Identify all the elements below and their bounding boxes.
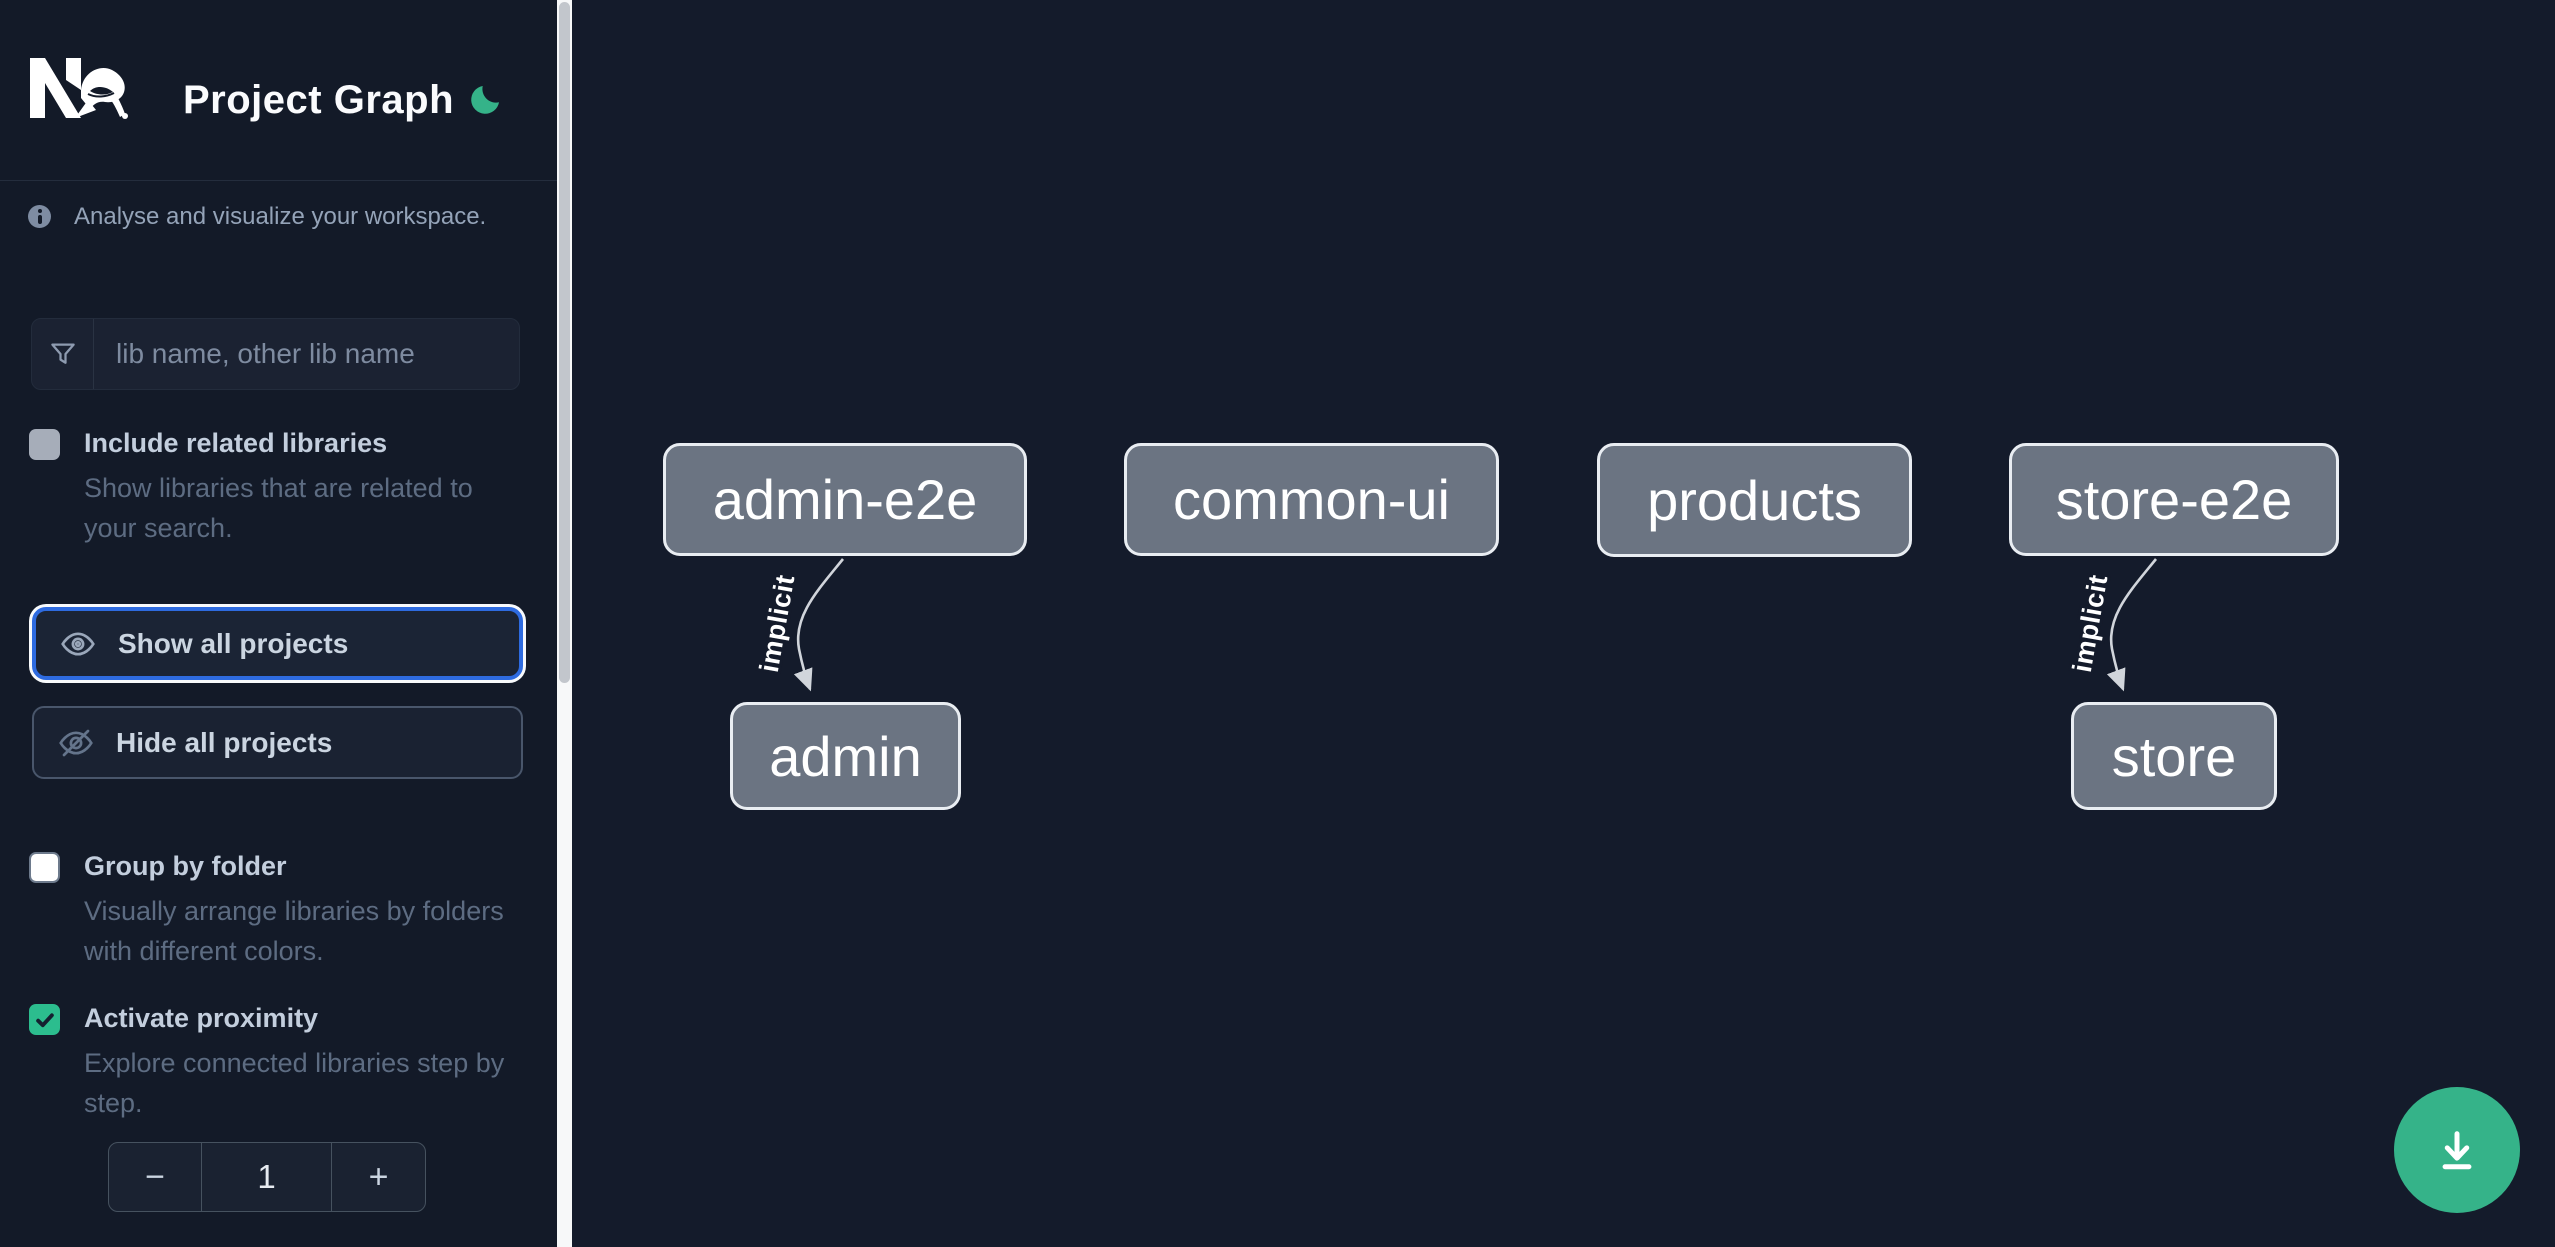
eye-off-icon: [58, 725, 94, 761]
check-icon: [35, 1012, 54, 1027]
option-activate-proximity: Activate proximity Explore connected lib…: [29, 1003, 524, 1123]
filter-search-box: [31, 318, 520, 390]
sidebar: Project Graph Analyse and visualize your…: [0, 0, 557, 1247]
filter-funnel-icon: [50, 343, 75, 364]
proximity-depth-stepper: − 1 +: [108, 1142, 426, 1212]
graph-edges-layer: implicit implicit: [751, 558, 2158, 692]
theme-toggle-button[interactable]: [469, 82, 503, 116]
increment-button[interactable]: +: [332, 1143, 425, 1211]
filter-icon-cell: [32, 319, 94, 389]
option-label: Activate proximity: [84, 1003, 319, 1033]
sidebar-header: Project Graph: [0, 0, 557, 181]
decrement-button[interactable]: −: [109, 1143, 201, 1211]
option-description: Explore connected libraries step by step…: [84, 1048, 505, 1118]
option-group-by-folder: Group by folder Visually arrange librari…: [29, 851, 524, 971]
graph-node-admin-e2e[interactable]: admin-e2e: [663, 443, 1027, 556]
option-description: Show libraries that are related to your …: [84, 473, 473, 543]
page-title: Project Graph: [183, 78, 455, 122]
graph-node-admin[interactable]: admin: [730, 702, 961, 810]
edge-store-e2e-to-store: [2106, 558, 2158, 692]
graph-node-common-ui[interactable]: common-ui: [1124, 443, 1499, 556]
edge-admin-e2e-to-admin: [793, 558, 845, 692]
stepper-value: 1: [201, 1143, 332, 1211]
checkbox-include-related[interactable]: [29, 429, 60, 460]
sidebar-scrollbar-track: [557, 0, 572, 1247]
edge-label-implicit: implicit: [2067, 572, 2114, 674]
graph-node-products[interactable]: products: [1597, 443, 1912, 557]
graph-node-store[interactable]: store: [2071, 702, 2277, 810]
sidebar-scrollbar-thumb[interactable]: [559, 2, 570, 683]
show-all-projects-button[interactable]: Show all projects: [32, 607, 523, 680]
eye-icon: [60, 626, 96, 662]
nx-logo: [30, 58, 128, 119]
checkbox-group-by-folder[interactable]: [29, 852, 60, 883]
download-icon: [2442, 1131, 2472, 1170]
checkbox-activate-proximity[interactable]: [29, 1004, 60, 1035]
info-icon: [28, 205, 51, 228]
workspace-tagline: Analyse and visualize your workspace.: [74, 203, 487, 230]
option-description: Visually arrange libraries by folders wi…: [84, 896, 504, 966]
download-graph-button[interactable]: [2394, 1087, 2520, 1213]
project-graph-canvas[interactable]: implicit implicit admin-e2e common-ui pr…: [572, 0, 2555, 1247]
edge-label-implicit: implicit: [754, 572, 801, 674]
option-label: Include related libraries: [84, 428, 388, 458]
hide-all-projects-button[interactable]: Hide all projects: [32, 706, 523, 779]
hide-all-projects-label: Hide all projects: [116, 726, 333, 758]
moon-icon: [471, 85, 500, 114]
option-include-related: Include related libraries Show libraries…: [29, 428, 524, 548]
option-label: Group by folder: [84, 851, 287, 881]
search-input[interactable]: [94, 319, 519, 389]
show-all-projects-label: Show all projects: [118, 627, 349, 659]
workspace-tagline-row: Analyse and visualize your workspace.: [28, 203, 528, 230]
graph-node-store-e2e[interactable]: store-e2e: [2009, 443, 2339, 556]
